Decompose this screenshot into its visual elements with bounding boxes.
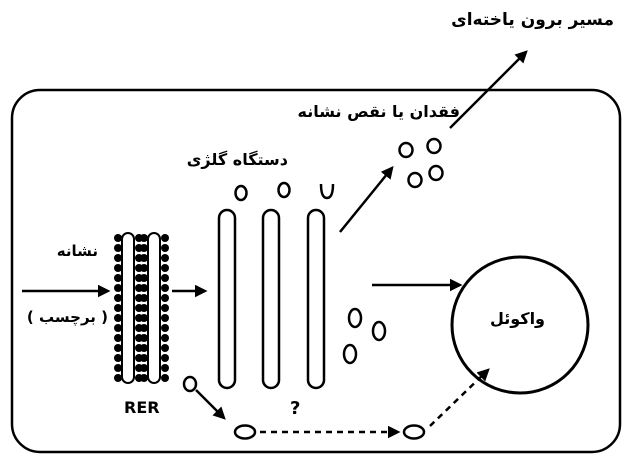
ribosome-dot [140, 334, 148, 342]
ribosome-dot [161, 274, 169, 282]
ribosome-dot [140, 294, 148, 302]
ribosome-dot [114, 354, 122, 362]
ribosome-dot [140, 244, 148, 252]
golgi-to-secretion-arrow [339, 166, 394, 233]
ribosome-dot [140, 274, 148, 282]
ribosome-dot [161, 284, 169, 292]
ribosome-dot [140, 364, 148, 372]
ribosome-dot [114, 344, 122, 352]
golgi-cisterna-2 [261, 208, 281, 390]
ribosome-dot [114, 314, 122, 322]
dashed-to-vacuole-arrow [429, 368, 490, 427]
ribosome-dot [114, 234, 122, 242]
ribosome-dot [114, 334, 122, 342]
rer-vesicle [182, 375, 198, 393]
bottom-vesicle-right [402, 424, 426, 440]
vacuole-vesicle-1 [347, 307, 363, 329]
ribosome-dot [140, 344, 148, 352]
ribosomes-right-outer [161, 234, 169, 382]
ribosome-dot [114, 254, 122, 262]
rer-cisterna-right [147, 232, 161, 384]
secretory-vesicle-1 [398, 141, 414, 159]
ribosome-dot [140, 304, 148, 312]
ribosome-dot [114, 264, 122, 272]
rer-vesicle-arrow [195, 389, 226, 420]
bottom-vesicle-left [233, 424, 257, 440]
ribosome-dot [161, 234, 169, 242]
extracellular-exit-arrow [449, 50, 528, 129]
ribosome-dot [140, 254, 148, 262]
golgi-cisterna-1 [217, 208, 237, 390]
ribosome-dot [161, 314, 169, 322]
ribosome-dot [140, 284, 148, 292]
vacuole-vesicle-3 [342, 343, 358, 365]
golgi-apparatus-icon [217, 208, 326, 390]
ribosome-dot [114, 274, 122, 282]
ribosomes-right-inner [140, 234, 148, 382]
signal-defect-label: فقدان یا نقص نشانه [297, 102, 460, 121]
vacuole-vesicle-2 [371, 320, 387, 342]
golgi-vesicle-2 [277, 181, 291, 199]
extracellular-pathway-label: مسیر برون یاخته‌ای [451, 10, 614, 30]
vacuole [450, 255, 590, 395]
unknown-path-label: ? [290, 398, 301, 419]
secretory-vesicle-3 [407, 171, 423, 189]
ribosome-dot [161, 294, 169, 302]
golgi-apparatus-label: دستگاه گلژی [186, 150, 288, 169]
ribosome-dot [161, 324, 169, 332]
golgi-budding-vesicle [319, 183, 335, 200]
secretory-vesicle-4 [428, 164, 444, 182]
ribosome-dot [161, 344, 169, 352]
ribosome-dot [140, 354, 148, 362]
rer-icon [114, 232, 169, 384]
ribosome-dot [140, 324, 148, 332]
ribosome-dot [114, 244, 122, 252]
signal-label: نشانه [56, 242, 98, 260]
ribosome-dot [140, 264, 148, 272]
golgi-cisterna-3 [306, 208, 326, 390]
ribosome-dot [161, 254, 169, 262]
ribosome-dot [114, 304, 122, 312]
ribosome-dot [140, 314, 148, 322]
rer-cisterna-left [121, 232, 135, 384]
ribosome-dot [114, 364, 122, 372]
vacuole-label: واکوئل [489, 309, 545, 328]
ribosome-dot [114, 324, 122, 332]
ribosome-dot [161, 374, 169, 382]
ribosomes-left-outer [114, 234, 122, 382]
ribosome-dot [161, 264, 169, 272]
secretory-vesicle-2 [426, 137, 442, 155]
cell-membrane [10, 88, 622, 454]
ribosome-dot [114, 294, 122, 302]
ribosome-dot [161, 304, 169, 312]
ribosome-dot [140, 234, 148, 242]
ribosome-dot [161, 364, 169, 372]
rer-label: RER [124, 398, 160, 417]
ribosome-dot [140, 374, 148, 382]
ribosome-dot [161, 334, 169, 342]
ribosome-dot [161, 354, 169, 362]
ribosome-dot [161, 244, 169, 252]
ribosome-dot [114, 374, 122, 382]
ribosome-dot [114, 284, 122, 292]
tag-label: ( برچسب ) [26, 308, 108, 326]
golgi-vesicle-1 [234, 184, 248, 202]
